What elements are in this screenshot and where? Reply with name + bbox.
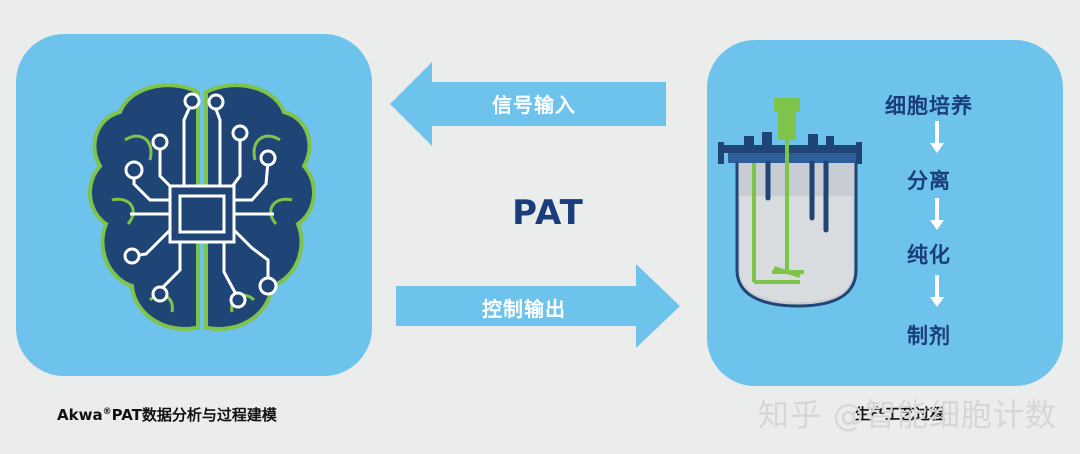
- analytics-caption: Akwa®PAT数据分析与过程建模: [57, 404, 277, 425]
- step-separation: 分离: [907, 169, 951, 193]
- down-arrow-icon: [930, 121, 944, 153]
- registered-mark: ®: [102, 407, 112, 417]
- step-formulation: 制剂: [907, 324, 951, 348]
- down-arrow-icon: [930, 275, 944, 307]
- caption-brand: Akwa: [57, 406, 103, 424]
- down-arrow-icon: [930, 198, 944, 230]
- brain-left-hemisphere: [87, 83, 200, 331]
- control-output-label: 控制输出: [482, 297, 566, 321]
- cpu-chip: [168, 184, 236, 244]
- step-cell-culture: 细胞培养: [885, 94, 973, 118]
- signal-input-label: 信号输入: [492, 93, 576, 117]
- signal-input-arrow: [390, 62, 666, 146]
- control-output-arrow: [396, 264, 680, 348]
- circuit-nodes: [123, 92, 278, 309]
- watermark: 知乎 @智能细胞计数: [758, 398, 1057, 434]
- process-caption: 生产工艺过程: [855, 405, 946, 423]
- step-purification: 纯化: [907, 243, 951, 267]
- caption-rest: PAT数据分析与过程建模: [111, 406, 277, 424]
- pat-label: PAT: [512, 193, 584, 233]
- brain-right-hemisphere: [204, 83, 317, 331]
